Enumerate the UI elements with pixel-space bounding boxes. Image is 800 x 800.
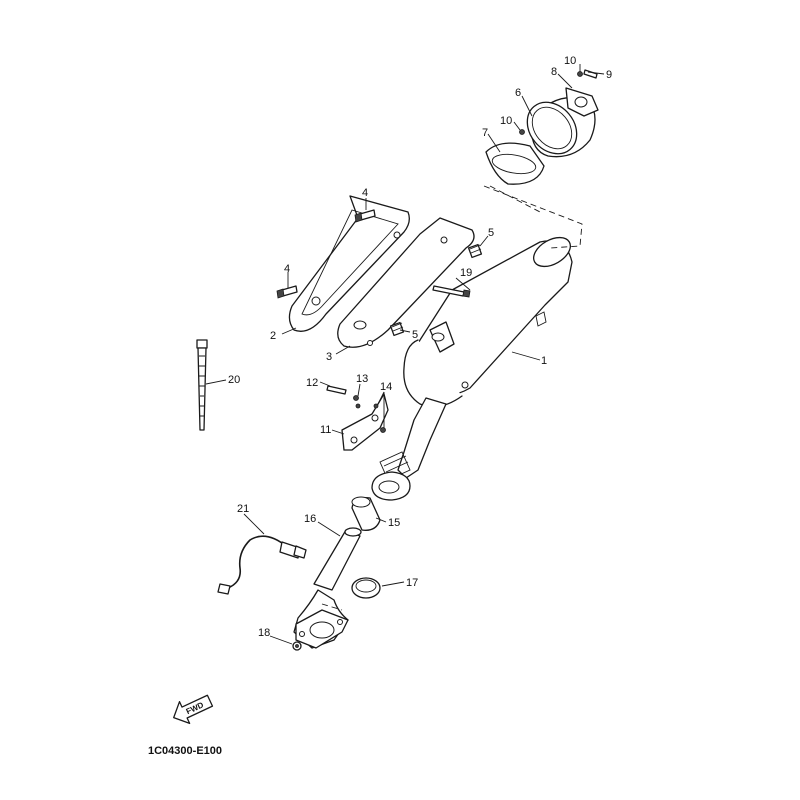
part-8-gasket-plate[interactable] (565, 87, 599, 117)
callout-8: 8 (551, 66, 557, 78)
callout-12: 12 (306, 377, 318, 389)
assembly-dashed-guide (483, 185, 583, 249)
part-2-protector[interactable] (288, 195, 410, 332)
part-14-nut[interactable] (373, 403, 386, 433)
callout-15: 15 (388, 517, 400, 529)
part-5-collar-lower[interactable] (389, 321, 405, 337)
part-5-collar-upper[interactable] (467, 243, 483, 259)
callout-5-lower: 5 (412, 329, 418, 341)
part-13-washer[interactable] (353, 395, 361, 409)
callout-13: 13 (356, 373, 368, 385)
callout-14: 14 (380, 381, 392, 393)
fwd-arrow-icon: FWD (173, 694, 214, 725)
callout-17: 17 (406, 577, 418, 589)
part-16-exhaust-pipe[interactable] (293, 527, 362, 649)
callout-10-upper: 10 (564, 55, 576, 67)
part-1-muffler[interactable] (379, 232, 575, 481)
part-17-gasket-ring[interactable] (351, 577, 381, 599)
part-19-bolt[interactable] (432, 285, 471, 298)
part-21-oxygen-sensor[interactable] (217, 535, 307, 595)
part-20-cable-tie[interactable] (196, 339, 208, 431)
callout-20: 20 (228, 374, 240, 386)
part-11-bracket[interactable] (341, 393, 389, 451)
part-10-washer-lower[interactable] (519, 129, 525, 135)
leader-lines (205, 64, 605, 645)
part-12-bolt[interactable] (326, 385, 347, 395)
callout-19: 19 (460, 267, 472, 279)
callout-9: 9 (606, 69, 612, 81)
outlet-flange[interactable] (371, 471, 411, 501)
callout-16: 16 (304, 513, 316, 525)
callout-2: 2 (270, 330, 276, 342)
diagram-code: 1C04300-E100 (148, 745, 222, 757)
callout-7: 7 (482, 127, 488, 139)
callout-3: 3 (326, 351, 332, 363)
callout-5-upper: 5 (488, 227, 494, 239)
callout-18: 18 (258, 627, 270, 639)
callout-21: 21 (237, 503, 249, 515)
part-4-bolt-upper[interactable] (354, 209, 376, 223)
callout-11: 11 (320, 424, 331, 436)
part-18-nut[interactable] (292, 641, 302, 651)
callout-1: 1 (541, 355, 547, 367)
callout-10-lower: 10 (500, 115, 512, 127)
part-15-gasket-sleeve[interactable] (351, 496, 381, 531)
callout-4-upper: 4 (362, 187, 368, 199)
part-9-screw[interactable] (583, 69, 598, 79)
part-4-bolt-lower[interactable] (276, 285, 298, 299)
part-10-washer-upper[interactable] (577, 71, 583, 77)
part-3-protector[interactable] (337, 217, 475, 348)
callout-labels: 1 2 3 4 4 5 5 6 7 8 9 10 10 11 12 13 14 … (228, 55, 612, 639)
callout-4-lower: 4 (284, 263, 290, 275)
part-7-tail-ring[interactable] (485, 142, 545, 185)
callout-6: 6 (515, 87, 521, 99)
